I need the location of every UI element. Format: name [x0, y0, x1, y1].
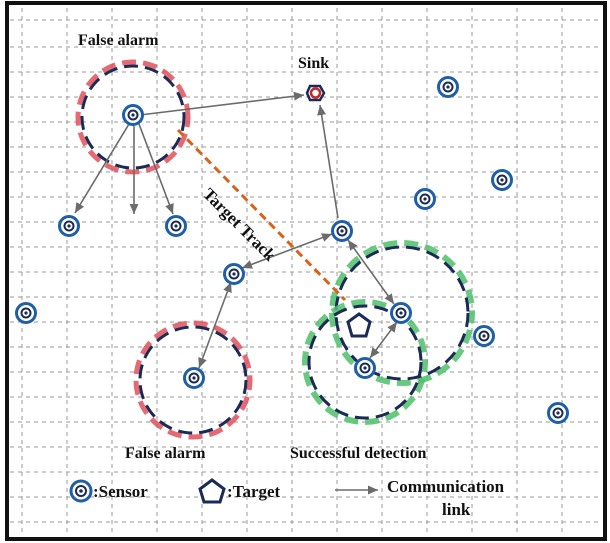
target-pentagon-icon: [346, 312, 372, 338]
sensor-icon: [165, 215, 187, 237]
sink-hexagon-icon: [305, 84, 326, 102]
sensor-icon: [331, 220, 353, 242]
false-alarm-zone-bottom: [133, 320, 253, 440]
legend: :Sensor :Target Communication link: [69, 477, 505, 519]
false-alarm-zone-top: [75, 59, 191, 175]
legend-sensor-label: :Sensor: [93, 482, 148, 501]
false-alarm-bottom-label: False alarm: [125, 445, 206, 462]
legend-target-icon: [198, 478, 226, 504]
sensor-icon: [437, 76, 459, 98]
sensor-icon: [122, 104, 144, 126]
link-detect-to-lower: [369, 321, 398, 359]
target-track-line: [176, 128, 347, 302]
grid: [10, 8, 602, 535]
legend-link-label-line2: link: [442, 500, 471, 519]
sensor-icon: [354, 357, 376, 379]
legend-link-label-line1: Communication: [387, 477, 505, 496]
communication-links: [74, 91, 398, 369]
target-track-label: Target Track: [199, 184, 280, 265]
sink-label: Sink: [298, 55, 329, 72]
link-mid-to-bottom: [198, 281, 232, 369]
sensor-icon: [58, 215, 80, 237]
sensor-icon: [547, 402, 569, 424]
legend-sensor-icon: [69, 479, 93, 503]
legend-target-label: :Target: [227, 482, 281, 501]
sensor-icon: [491, 169, 513, 191]
sensor-icon: [390, 302, 412, 324]
diagram-border: [5, 1, 607, 541]
link-top-sensor-to-right: [138, 123, 174, 215]
sensor-icon: [223, 263, 245, 285]
sensor-icon: [414, 188, 436, 210]
link-relay-to-sink: [317, 104, 339, 219]
successful-detection-label: Successful detection: [290, 445, 427, 462]
link-mid-to-relay: [241, 233, 333, 269]
sensor-icon: [15, 302, 37, 324]
link-top-sensor-to-left: [74, 123, 130, 214]
sensor-icon: [183, 367, 205, 389]
false-alarm-top-label: False alarm: [78, 32, 159, 49]
detection-zone-1: [329, 240, 475, 386]
sensor-icon: [473, 325, 495, 347]
sensors: [15, 76, 569, 424]
link-relay-to-detect: [347, 239, 395, 305]
link-top-sensor-to-sink: [139, 91, 305, 116]
